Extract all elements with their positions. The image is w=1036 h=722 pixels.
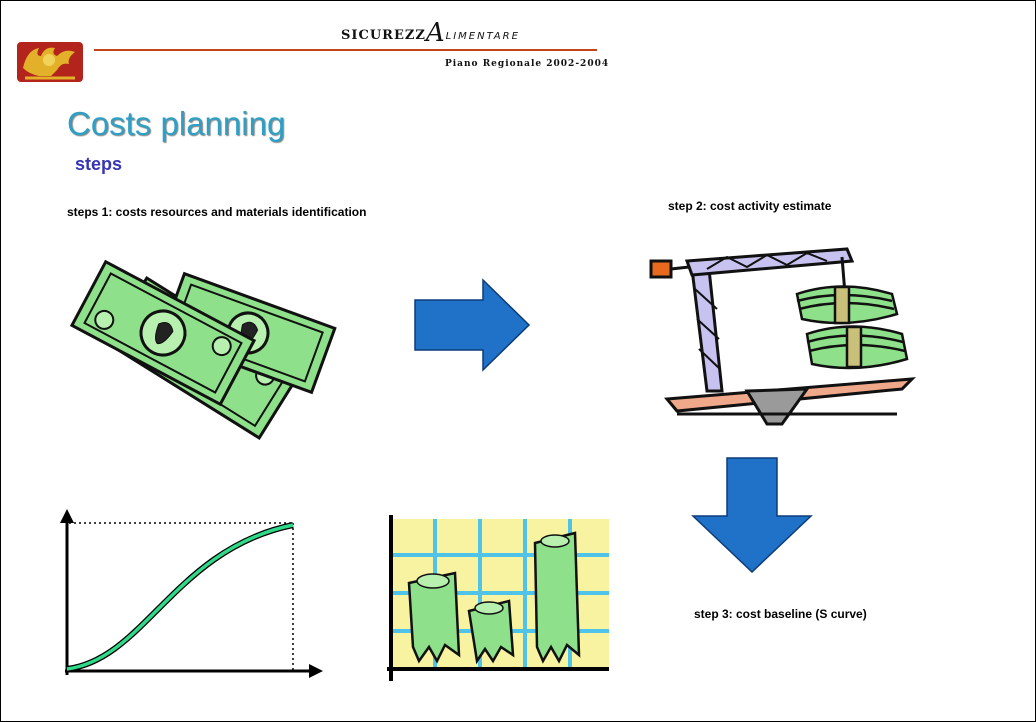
s-curve-chart-icon <box>60 509 323 678</box>
header-subtitle: Piano Regionale 2002-2004 <box>445 59 610 69</box>
step-1-label: steps 1: costs resources and materials i… <box>67 205 367 219</box>
arrow-down-icon <box>691 457 813 574</box>
header-title: SICUREZZALIMENTARE <box>341 18 520 48</box>
step-2-label: step 2: cost activity estimate <box>668 199 832 213</box>
header-rule <box>94 49 597 51</box>
slide-title: Costs planning <box>67 105 286 142</box>
money-bills-icon <box>69 259 337 440</box>
arrow-right-icon <box>414 278 531 372</box>
crane-money-icon <box>649 247 916 426</box>
winged-lion-logo-icon <box>17 42 83 82</box>
money-bar-chart-icon <box>387 515 609 681</box>
step-3-label: step 3: cost baseline (S curve) <box>694 607 867 621</box>
slide-subtitle: steps <box>75 154 123 174</box>
